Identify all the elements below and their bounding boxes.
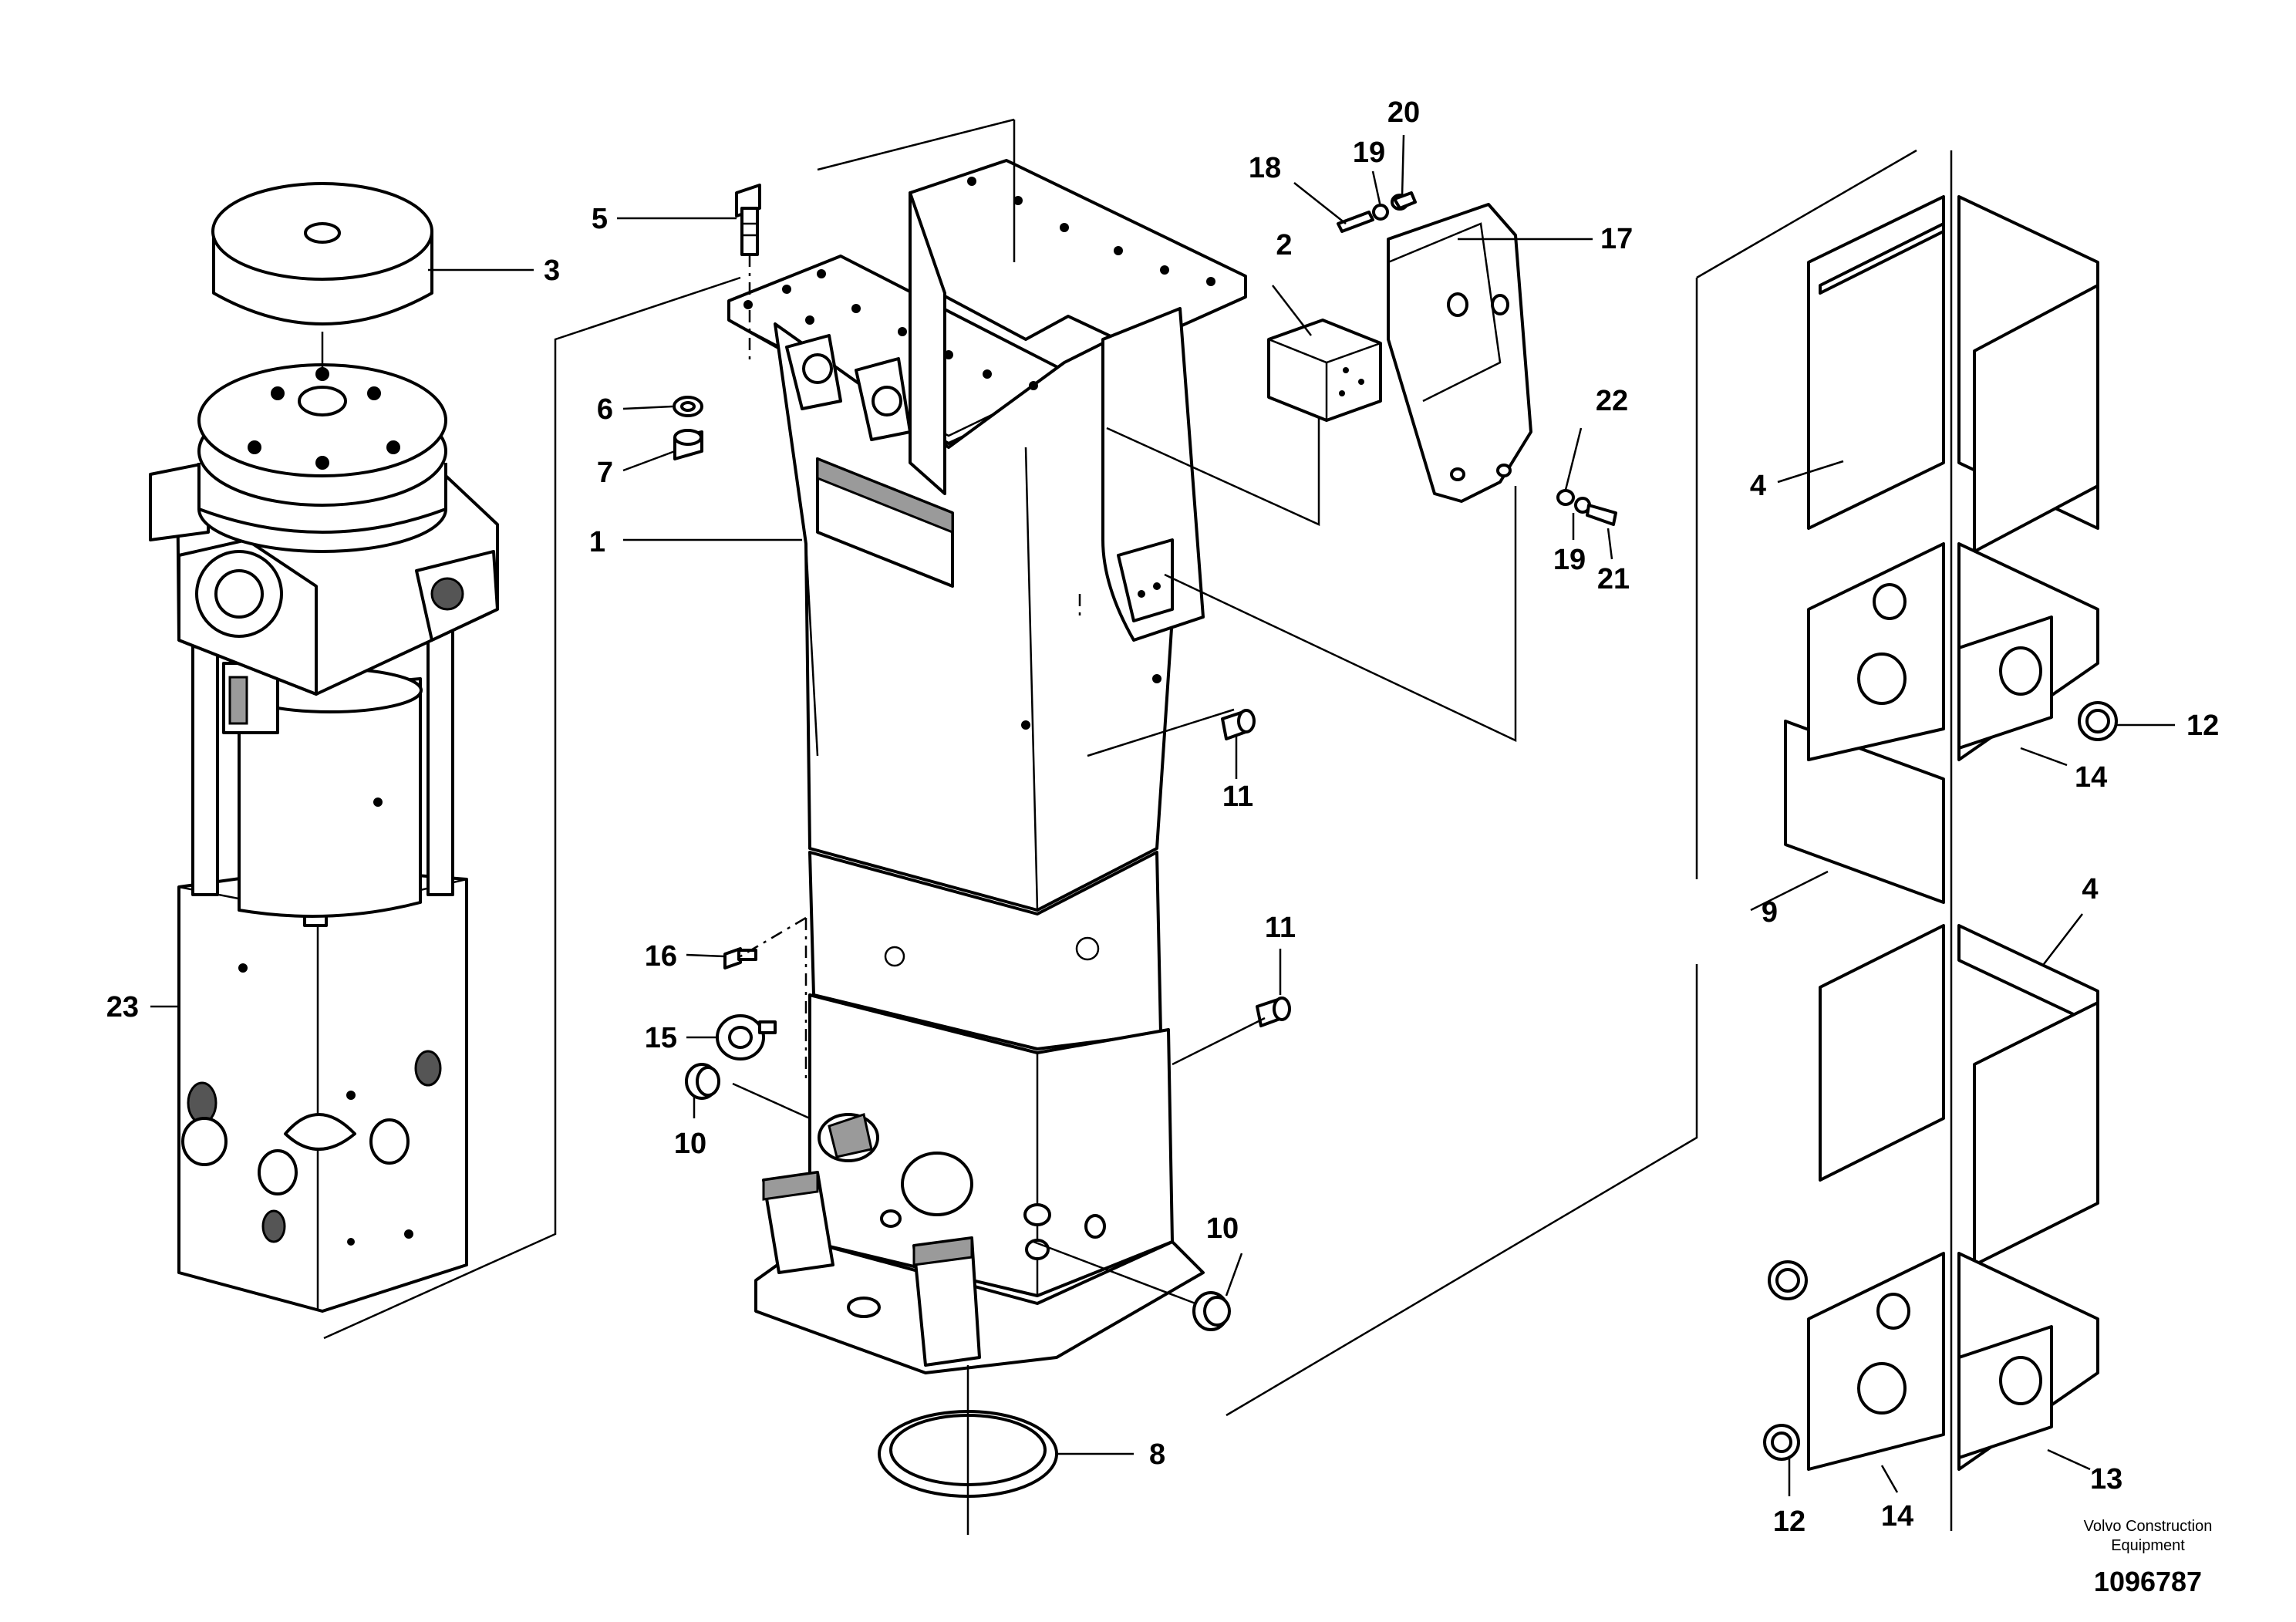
callout-20: 20	[1387, 96, 1420, 129]
callout-1: 1	[589, 526, 605, 558]
callout-15: 15	[645, 1022, 677, 1054]
callout-8: 8	[1149, 1438, 1165, 1471]
part-15-eye-bolt	[716, 1014, 777, 1061]
callout-10-right: 10	[1206, 1212, 1239, 1245]
callout-23: 23	[106, 991, 139, 1023]
part-2-wear-block	[1267, 319, 1382, 422]
part-23-power-cell	[149, 332, 499, 1313]
manufacturer-credit-line1: Volvo Construction	[2084, 1518, 2213, 1535]
part-4-wear-plates-lower	[1819, 924, 2099, 1266]
callout-4-upper: 4	[1750, 470, 1766, 502]
callout-12-upper: 12	[2186, 710, 2219, 742]
callout-16: 16	[645, 940, 677, 973]
callout-6: 6	[597, 393, 613, 426]
callout-14-lower: 14	[1881, 1500, 1913, 1533]
footer: Volvo Construction Equipment 1096787	[2084, 1518, 2213, 1597]
callout-9: 9	[1762, 896, 1778, 929]
callout-11-lower: 11	[1265, 912, 1296, 944]
callout-5: 5	[592, 203, 608, 235]
callout-7: 7	[597, 457, 613, 489]
part-18-19-20-screws	[1337, 191, 1417, 233]
callout-13: 13	[2090, 1463, 2122, 1496]
part-6-washer	[673, 396, 703, 417]
callout-10-left: 10	[674, 1128, 706, 1160]
callout-12-lower: 12	[1773, 1506, 1805, 1538]
callout-labels: 1 2 3 4 4 5 6 7 8 9 10 10 11 11 12 12 13…	[106, 96, 2220, 1538]
callout-18: 18	[1249, 152, 1281, 184]
callout-19-lower: 19	[1553, 544, 1586, 576]
callout-17: 17	[1600, 223, 1633, 255]
callout-19-upper: 19	[1353, 137, 1385, 169]
callout-4-lower: 4	[2082, 873, 2098, 905]
part-4-wear-plates-upper	[1807, 195, 2099, 553]
document-number: 1096787	[2094, 1566, 2202, 1597]
part-14-clamp-upper	[1807, 542, 2118, 761]
assembly-guide-lines	[323, 118, 1953, 1535]
callout-leaders	[150, 134, 2175, 1496]
part-1-housing-frame	[727, 159, 1247, 1374]
part-10-plugs	[685, 1063, 1231, 1331]
part-17-bracket	[1387, 203, 1532, 503]
part-21-22-screws	[1556, 489, 1617, 526]
manufacturer-credit-line2: Equipment	[2111, 1537, 2185, 1554]
part-9-plate	[1784, 720, 1945, 904]
callout-22: 22	[1596, 385, 1628, 417]
callout-21: 21	[1597, 563, 1630, 595]
part-5-bolt	[735, 184, 761, 363]
callout-11-upper: 11	[1222, 781, 1253, 813]
part-7-nut	[673, 429, 703, 460]
callout-3: 3	[544, 255, 560, 287]
callout-14-upper: 14	[2075, 761, 2107, 794]
part-13-14-clamp-lower	[1763, 1252, 2099, 1471]
callout-2: 2	[1276, 229, 1292, 261]
part-16-screw	[723, 947, 757, 969]
part-3-top-damper	[211, 182, 433, 325]
